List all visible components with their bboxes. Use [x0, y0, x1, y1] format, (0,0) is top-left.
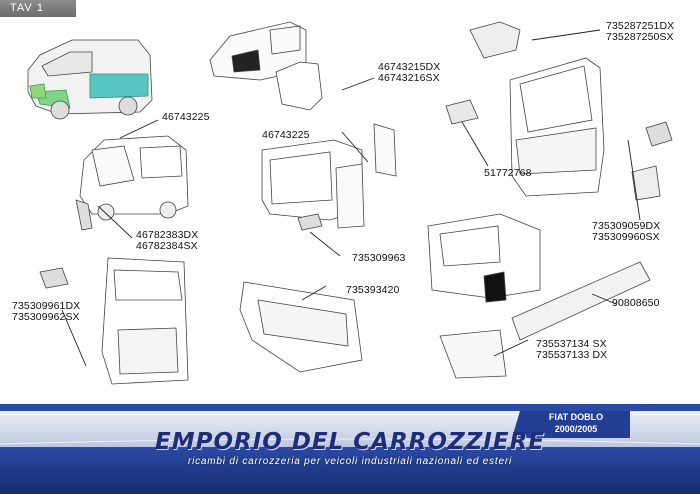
- part-label-lock: 51772768: [484, 168, 532, 179]
- rear-door-illustration: [39, 257, 189, 385]
- part-number: 735287251DX: [606, 20, 675, 32]
- part-label-rear-door: 46743225: [262, 130, 310, 141]
- part-number: 735537134 SX: [536, 338, 607, 350]
- table-tab: TAV 1: [0, 0, 76, 17]
- footer-banner: FIAT DOBLO 2000/2005 EMPORIO DEL CARROZZ…: [0, 404, 700, 494]
- part-number: 46743216SX: [378, 72, 440, 84]
- part-label-mirror: 735287251DX 735287250SX: [606, 21, 674, 43]
- brand-tagline: ricambi di carrozzeria per veicoli indus…: [187, 456, 513, 467]
- part-number: 735309962SX: [12, 311, 80, 323]
- model-name: FIAT DOBLO: [548, 412, 604, 422]
- van-rear-doors-illustration: [261, 123, 397, 231]
- part-number: 735537133 DX: [536, 349, 608, 361]
- part-label-rear-lock: 735309963: [352, 253, 405, 264]
- part-number: 735309059DX: [592, 220, 661, 232]
- part-number: 51772768: [484, 167, 532, 179]
- part-number: 735309961DX: [12, 300, 81, 312]
- part-label-hood: 46743225: [162, 112, 210, 123]
- part-number: 46743215DX: [378, 61, 441, 73]
- part-number: 46743225: [162, 111, 210, 123]
- part-label-bumper: 735393420: [346, 285, 399, 296]
- part-label-tailgate-lock: 735309961DX 735309962SX: [12, 301, 80, 323]
- part-label-fender: 46743215DX 46743216SX: [378, 62, 440, 84]
- part-number: 46743225: [262, 129, 310, 141]
- part-number: 735309963: [352, 252, 406, 264]
- van-hood-illustration: [75, 135, 189, 231]
- model-badge: FIAT DOBLO 2000/2005: [530, 411, 622, 437]
- part-label-corner: 735537134 SX 735537133 DX: [536, 339, 607, 361]
- van-rear-step-illustration: [427, 213, 651, 379]
- van-overview-illustration: [27, 39, 153, 120]
- part-number: 46782384SX: [136, 240, 198, 252]
- part-label-door-lock: 735309059DX 735309960SX: [592, 221, 660, 243]
- front-door-illustration: [445, 21, 673, 201]
- parts-illustration: [27, 21, 673, 385]
- footer-background: [0, 404, 700, 494]
- model-years: 2000/2005: [554, 424, 598, 434]
- part-label-hood-hinge: 46782383DX 46782384SX: [136, 230, 198, 252]
- front-bumper-illustration: [239, 281, 363, 373]
- part-number: 735309960SX: [592, 231, 660, 243]
- part-label-step: 90808650: [612, 298, 660, 309]
- part-number: 90808650: [612, 297, 660, 309]
- part-number: 46782383DX: [136, 229, 199, 241]
- part-number: 735393420: [346, 284, 400, 296]
- front-door-mirror-illustration: [209, 21, 323, 111]
- brand-title: EMPORIO DEL CARROZZIERE: [154, 429, 545, 455]
- part-number: 735287250SX: [606, 31, 674, 43]
